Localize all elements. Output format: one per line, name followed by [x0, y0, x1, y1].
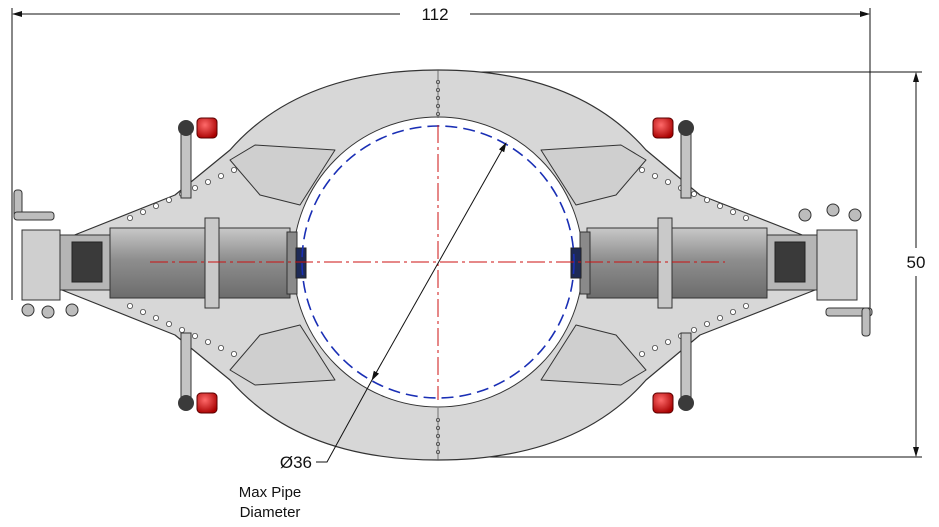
width-dimension-label: 112 [421, 5, 448, 24]
note-diameter: Diameter [240, 504, 301, 521]
bolt-hole [717, 314, 724, 321]
bolt-hole [152, 314, 159, 321]
bolt-hole [217, 172, 224, 179]
left-handle [13, 189, 79, 319]
bolt-hole [691, 326, 698, 333]
bolt-hole [665, 338, 672, 345]
lower-left-arm [229, 324, 336, 386]
red-knob [652, 332, 694, 414]
bolt-hole [704, 196, 711, 203]
left-cylinder [21, 217, 307, 309]
bolt-hole [230, 350, 237, 357]
diameter-dimension-label: Ø36 [280, 453, 312, 472]
bolt-hole [639, 166, 646, 173]
bolt-hole [691, 190, 698, 197]
width-extension-lines [11, 8, 871, 315]
red-knob [652, 117, 694, 199]
bolt-hole [165, 320, 172, 327]
red-knob [178, 117, 218, 199]
height-dimension: 50 [907, 72, 926, 457]
bolt-hole [204, 338, 211, 345]
bolt-holes [127, 80, 750, 454]
bolt-hole [139, 208, 146, 215]
note-max-pipe: Max Pipe [239, 484, 302, 501]
upper-left-arm [229, 144, 336, 206]
bolt-hole [127, 214, 134, 221]
bolt-hole [652, 344, 659, 351]
bolt-hole [127, 302, 134, 309]
bolt-hole [139, 308, 146, 315]
width-dimension: 112 [12, 5, 870, 24]
bolt-hole [230, 166, 237, 173]
bolt-hole [204, 178, 211, 185]
bolt-hole [639, 350, 646, 357]
bolt-hole [665, 178, 672, 185]
bolt-hole [717, 202, 724, 209]
bolt-hole [743, 214, 750, 221]
right-handle [798, 203, 873, 337]
red-knobs [178, 117, 694, 414]
bolt-hole [165, 196, 172, 203]
height-dimension-label: 50 [907, 253, 926, 272]
bolt-hole [652, 172, 659, 179]
bolt-hole [743, 302, 750, 309]
bolt-hole [730, 208, 737, 215]
diameter-dimension: Ø36 Max Pipe Diameter [239, 142, 507, 521]
right-cylinder [570, 217, 858, 309]
bolt-hole [191, 184, 198, 191]
bolt-hole [152, 202, 159, 209]
upper-right-arm [540, 144, 647, 206]
bolt-hole [191, 332, 198, 339]
bolt-hole [178, 326, 185, 333]
bolt-hole [730, 308, 737, 315]
height-extension-lines [438, 71, 922, 458]
lower-right-arm [540, 324, 647, 386]
red-knob [178, 332, 218, 414]
bolt-hole [217, 344, 224, 351]
bolt-hole [704, 320, 711, 327]
